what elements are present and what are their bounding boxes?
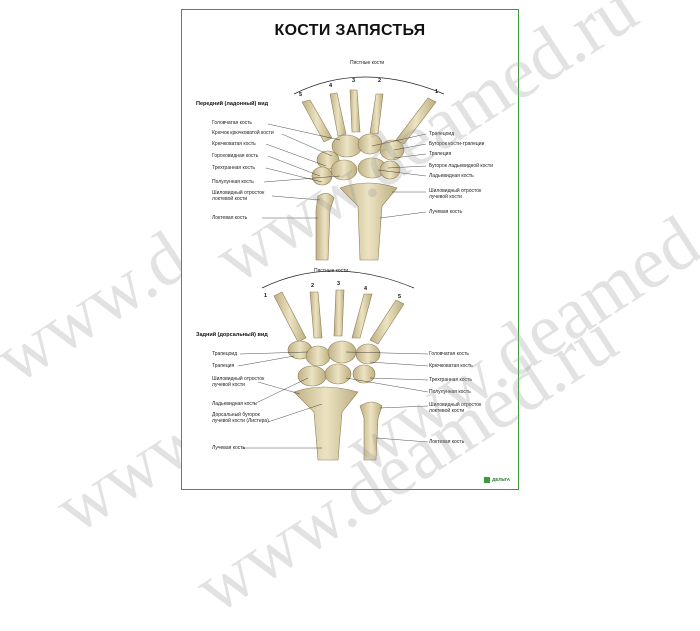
bottom-label-lister-tubercle: Дорсальный бугорок лучевой кости (Листер…	[212, 412, 269, 424]
bottom-label-radial-styloid: Шиловидный отросток лучевой кости	[212, 376, 265, 388]
bottom-number-4: 4	[364, 286, 368, 292]
bottom-label-ulnar-styloid: Шиловидный отросток локтевой кости	[429, 402, 482, 414]
bottom-number-2: 2	[311, 283, 315, 289]
bottom-number-3: 3	[337, 281, 341, 287]
bottom-label-triquetrum: Трехгранная кость	[429, 377, 472, 383]
bottom-label-radius: Лучевая кость	[212, 445, 246, 451]
top-label-hamate: Крючковатая кость	[212, 141, 256, 147]
poster: КОСТИ ЗАПЯСТЬЯ	[181, 9, 519, 490]
top-label-trapezium-tubercle: Бугорок кости-трапеции	[429, 141, 485, 147]
top-label-ulna: Локтевая кость	[212, 215, 248, 221]
top-label-radial-styloid: Шиловидный отросток лучевой кости	[429, 188, 482, 200]
top-label-hamate-hook: Крючок крючковатой кости	[212, 130, 274, 136]
bottom-label-trapezoid: Трапецоид	[212, 351, 238, 357]
top-label-scaphoid: Ладьевидная кость	[429, 173, 474, 179]
bottom-label-lunate: Полулунная кость	[429, 389, 471, 395]
wrist-illustration	[237, 76, 445, 461]
top-label-pisiform: Гороховидная кость	[212, 153, 259, 159]
logo-text: ДЕЛЬТА	[492, 477, 510, 483]
top-number-4: 4	[329, 83, 333, 89]
top-label-triquetrum: Трехгранная кость	[212, 165, 255, 171]
bottom-label-hamate: Крючковатая кость	[429, 363, 473, 369]
bottom-view-label: Задний (дорсальный) вид	[196, 332, 268, 338]
top-label-capitate: Головчатая кость	[212, 120, 253, 126]
bottom-label-trapezium: Трапеция	[212, 363, 235, 369]
top-view-label: Передний (ладонный) вид	[196, 101, 269, 107]
top-label-ulnar-styloid: Шиловидный отросток локтевой кости	[212, 190, 265, 202]
bottom-label-scaphoid: Ладьевидная кость	[212, 401, 257, 407]
top-label-trapezoid: Трапецоид	[429, 131, 455, 137]
top-label-scaphoid-tubercle: Бугорок ладьевидной кости	[429, 163, 494, 169]
bottom-number-1: 1	[264, 293, 268, 299]
bottom-label-ulna: Локтевая кость	[429, 439, 465, 445]
logo-mark-icon	[484, 477, 491, 483]
top-number-2: 2	[378, 78, 382, 84]
top-metacarpals-caption: Пястные кости	[350, 60, 385, 66]
top-label-radius: Лучевая кость	[429, 209, 463, 215]
publisher-logo: ДЕЛЬТА	[484, 477, 510, 483]
bottom-metacarpals-caption: Пястные кости	[314, 268, 349, 274]
top-label-trapezium: Трапеция	[429, 151, 452, 157]
top-number-3: 3	[352, 78, 356, 84]
bottom-label-capitate: Головчатая кость	[429, 351, 470, 357]
top-number-5: 5	[299, 92, 303, 98]
top-label-lunate: Полулунная кость	[212, 179, 254, 185]
top-number-1: 1	[435, 89, 439, 95]
bottom-number-5: 5	[398, 294, 402, 300]
page-title: КОСТИ ЗАПЯСТЬЯ	[274, 22, 426, 39]
